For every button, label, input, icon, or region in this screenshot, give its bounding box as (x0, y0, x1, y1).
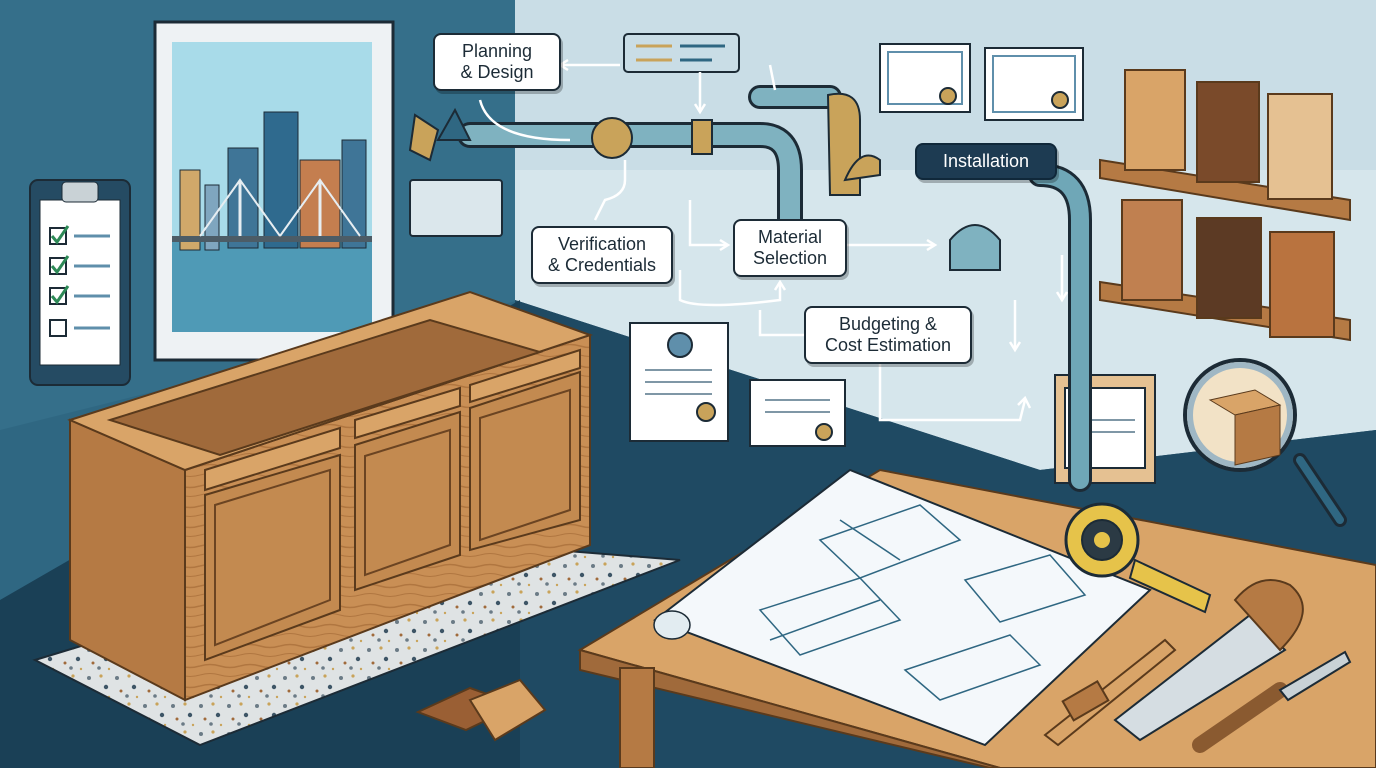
wood-sample-shelves (1099, 69, 1351, 342)
verification-label-line2: & Credentials (547, 255, 657, 275)
budgeting-label-line1: Budgeting & (838, 314, 938, 334)
planning-label-line1: Planning (461, 41, 533, 61)
magnifying-glass-icon (1183, 358, 1347, 527)
material-label-line1: Material (757, 227, 823, 247)
chisel-icon (1192, 650, 1352, 753)
tape-measure-icon (1064, 502, 1212, 614)
material-label-line2: Selection (752, 248, 828, 268)
verification-label-line1: Verification (557, 234, 647, 254)
hand-saw-icon (1113, 579, 1304, 742)
budgeting-label-line2: Cost Estimation (824, 335, 952, 355)
budgeting-cost-label: Budgeting & Cost Estimation (804, 306, 972, 364)
wood-sample-pieces (415, 678, 547, 742)
verification-credentials-label: Verification & Credentials (531, 226, 673, 284)
flow-arrows (478, 58, 1069, 422)
material-selection-label: Material Selection (733, 219, 847, 277)
installation-label-text: Installation (942, 151, 1030, 171)
installation-label: Installation (915, 143, 1057, 180)
planning-label-line2: & Design (460, 62, 534, 82)
wooden-cabinet (67, 290, 594, 702)
window-city-view (153, 20, 395, 362)
clipboard-checklist-icon (29, 179, 131, 386)
blueprint-sheet (652, 468, 1152, 747)
carpenter-square-icon (1043, 638, 1177, 747)
planning-design-label: Planning & Design (433, 33, 561, 91)
